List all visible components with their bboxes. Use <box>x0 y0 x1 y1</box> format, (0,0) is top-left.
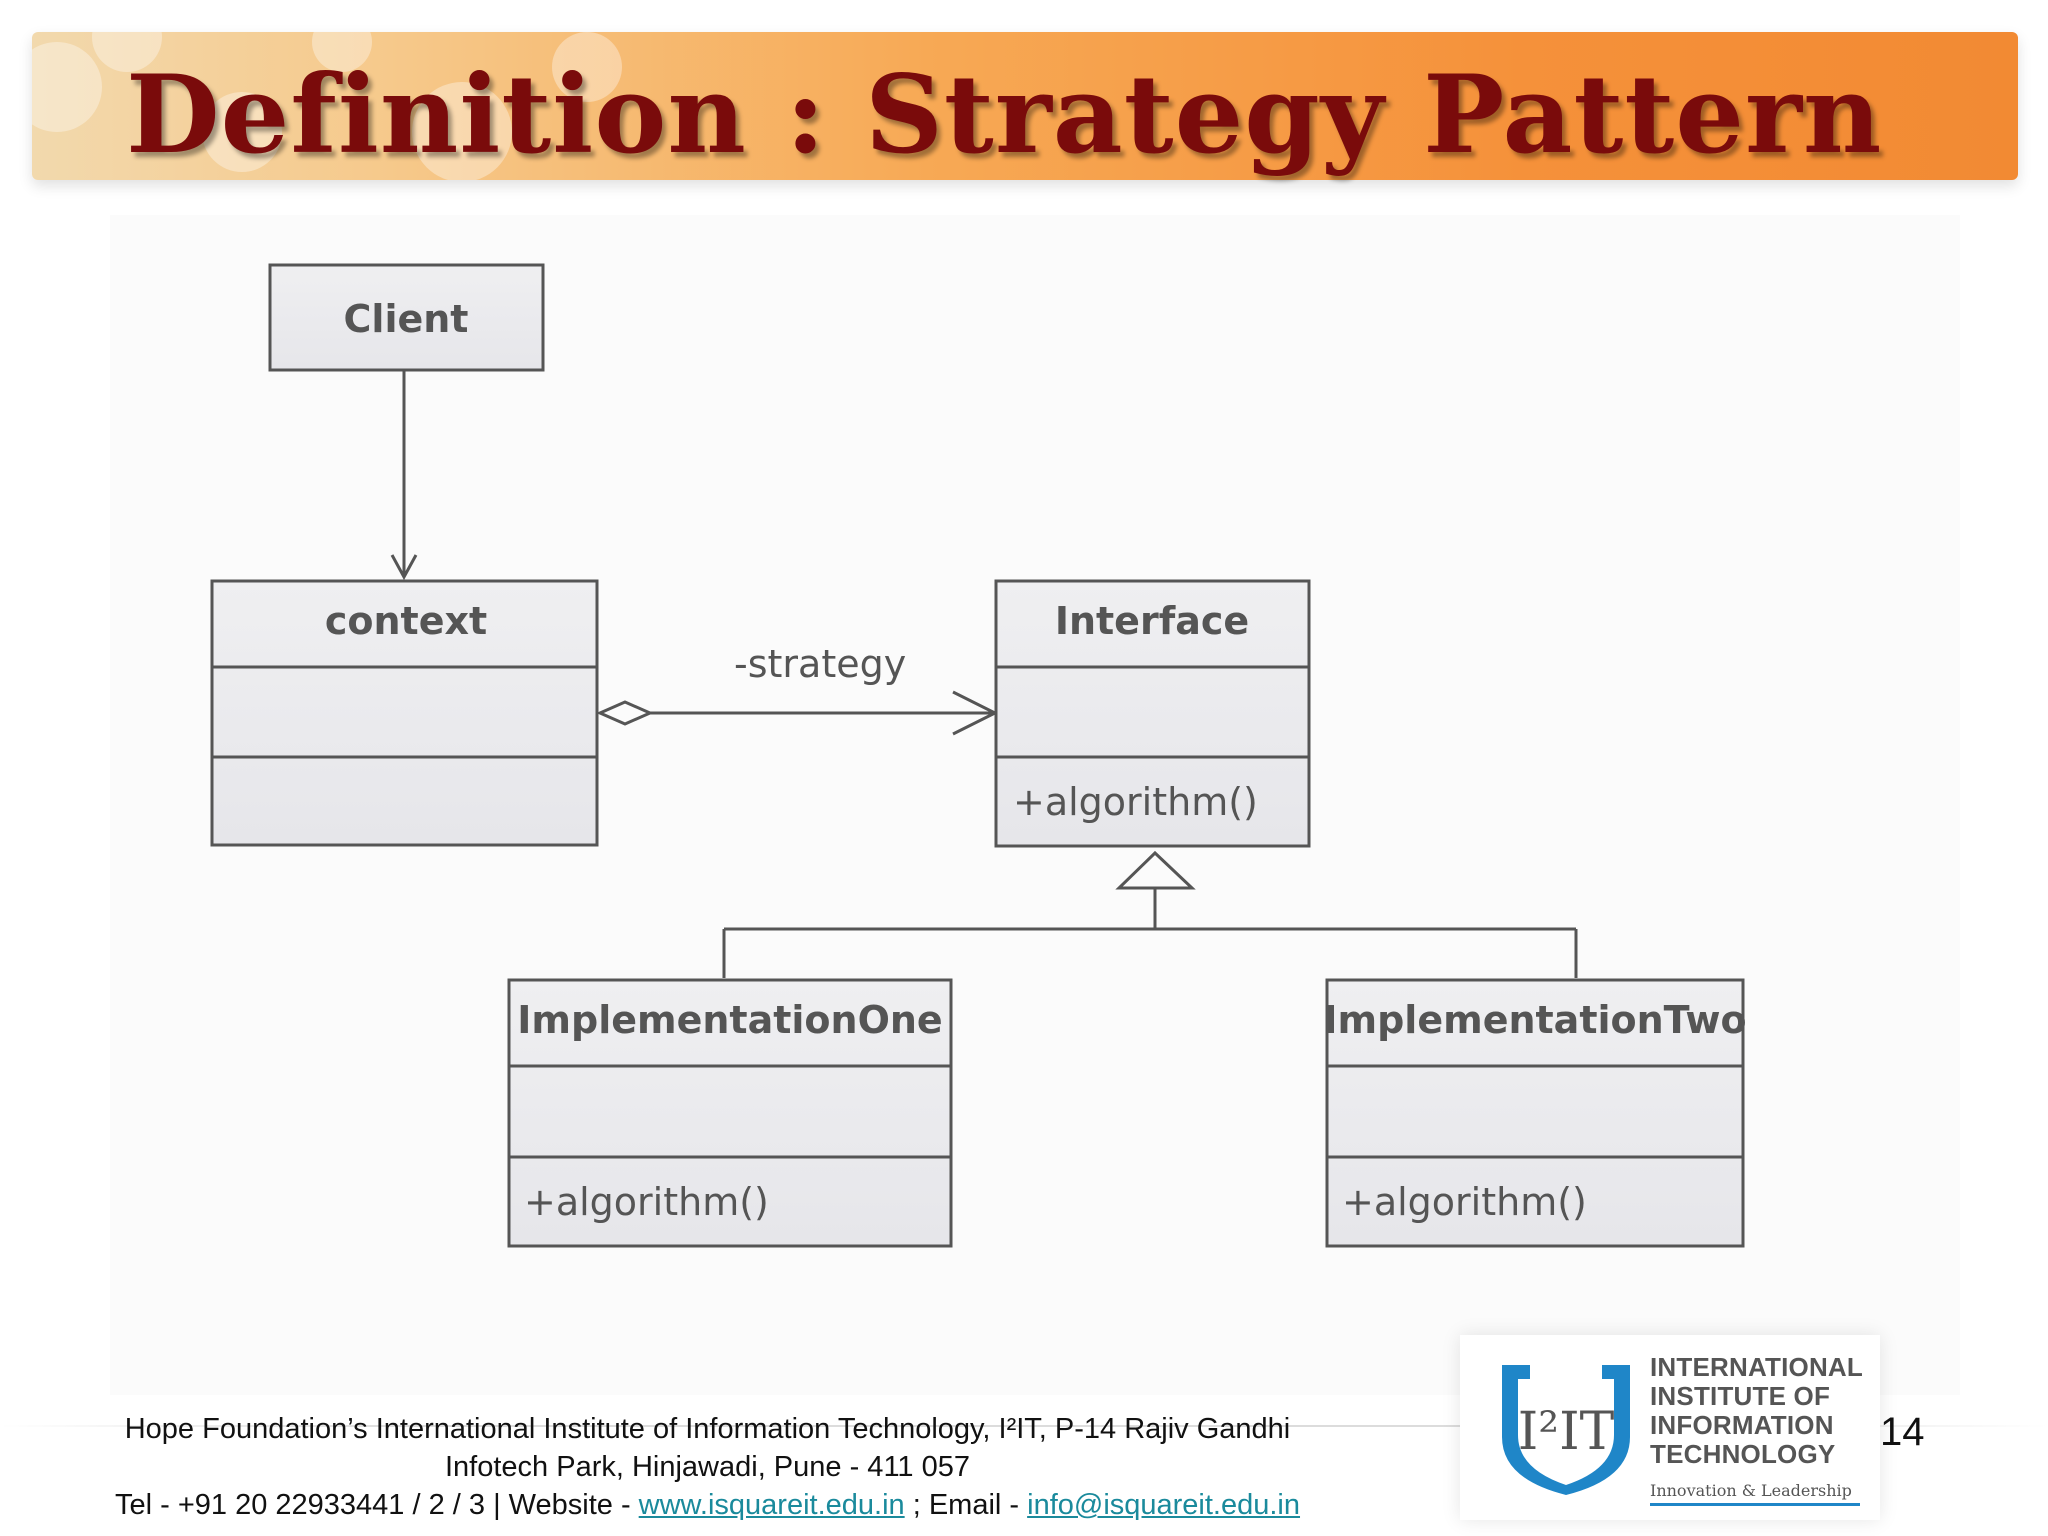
title-banner <box>32 32 2018 180</box>
class-context: context <box>210 579 599 847</box>
class-implementation-one: ImplementationOne +algorithm() <box>507 978 953 1248</box>
class-implementation-two: ImplementationTwo +algorithm() <box>1323 978 1747 1248</box>
footer-line-3: Tel - +91 20 22933441 / 2 / 3 | Website … <box>30 1486 1385 1524</box>
footer-line-2: Infotech Park, Hinjawadi, Pune - 411 057 <box>444 1451 970 1483</box>
aggregation-diamond <box>596 700 654 726</box>
logo-tagline: Innovation & Leadership <box>1650 1481 1860 1506</box>
uml-class-diagram: Client context Interface +algorithm() Im… <box>210 263 1747 1248</box>
class-client-name: Client <box>344 297 469 341</box>
banner-decoration <box>32 42 102 132</box>
diagram-area: Client context Interface +algorithm() Im… <box>110 215 1960 1395</box>
strategy-label: -strategy <box>734 642 906 686</box>
class-context-name: context <box>325 599 487 643</box>
website-link[interactable]: www.isquareit.edu.in <box>638 1489 905 1521</box>
logo-institute-name: INTERNATIONAL INSTITUTE OF INFORMATION T… <box>1650 1353 1870 1469</box>
class-interface-name: Interface <box>1055 599 1249 643</box>
banner-decoration <box>412 82 512 180</box>
logo-line-2: INSTITUTE OF <box>1650 1381 1831 1411</box>
logo-line-1: INTERNATIONAL <box>1650 1352 1863 1382</box>
footer-address: Hope Foundation’s International Institut… <box>30 1410 1385 1524</box>
logo-shield-icon: I²IT <box>1502 1365 1630 1495</box>
footer-email-prefix: ; Email - <box>904 1489 1028 1521</box>
slide-title: Definition : Strategy Pattern <box>126 52 1883 178</box>
class-client: Client <box>268 263 545 372</box>
client-to-context-arrowhead <box>390 554 418 581</box>
logo-mark-text: I²IT <box>1518 1402 1615 1462</box>
footer-tel: Tel - +91 20 22933441 / 2 / 3 | Website … <box>114 1489 639 1521</box>
class-interface-method: +algorithm() <box>1013 780 1258 824</box>
page-number: 14 <box>1880 1410 1925 1454</box>
footer-line-1: Hope Foundation’s International Institut… <box>124 1413 1291 1445</box>
class-implementation-two-name: ImplementationTwo <box>1323 998 1746 1042</box>
logo-line-4: TECHNOLOGY <box>1650 1439 1836 1469</box>
class-interface: Interface +algorithm() <box>994 579 1311 848</box>
institute-logo: I²IT INTERNATIONAL INSTITUTE OF INFORMAT… <box>1460 1335 1880 1520</box>
logo-line-3: INFORMATION <box>1650 1410 1834 1440</box>
class-implementation-one-method: +algorithm() <box>524 1180 769 1224</box>
generalization-triangle <box>1115 850 1196 890</box>
email-link[interactable]: info@isquareit.edu.in <box>1027 1489 1301 1521</box>
banner-decoration <box>202 92 282 172</box>
class-implementation-two-method: +algorithm() <box>1342 1180 1587 1224</box>
class-implementation-one-name: ImplementationOne <box>517 998 942 1042</box>
footer-divider <box>0 1425 2048 1427</box>
banner-decoration <box>552 32 622 102</box>
